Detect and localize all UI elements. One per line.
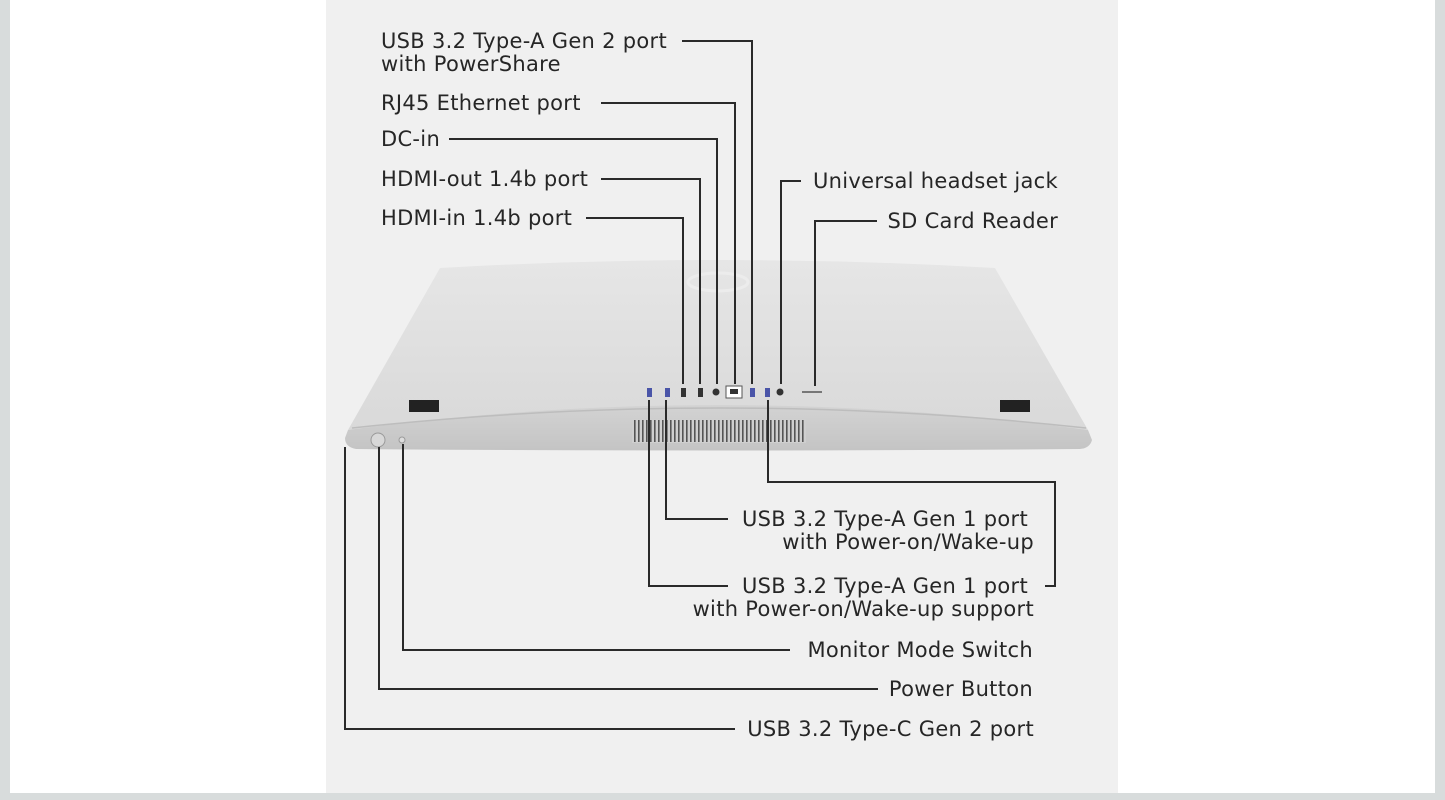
hdmi-port-icon	[698, 388, 703, 397]
vent-slat	[662, 420, 664, 442]
usb-a-port-icon	[647, 388, 652, 397]
vent-slat	[670, 420, 672, 442]
vent-slat	[694, 420, 696, 442]
vent-slat	[730, 420, 732, 442]
vent-slat	[778, 420, 780, 442]
label-rj45: RJ45 Ethernet port	[381, 91, 581, 115]
vent-slat	[706, 420, 708, 442]
vent-slat	[766, 420, 768, 442]
label-dc-in: DC-in	[381, 127, 440, 151]
vent-slat	[782, 420, 784, 442]
label-usb-a-gen1-support: USB 3.2 Type-A Gen 1 port	[742, 574, 1028, 598]
vent-slat	[786, 420, 788, 442]
label-usb-a-gen1-wake: USB 3.2 Type-A Gen 1 port	[742, 507, 1028, 531]
port-row	[647, 385, 822, 399]
vent-slat	[642, 420, 644, 442]
usb-a-port-icon	[665, 388, 670, 397]
vent-slat	[650, 420, 652, 442]
label-power-button: Power Button	[889, 677, 1033, 701]
vent-slat	[762, 420, 764, 442]
vent-slat	[738, 420, 740, 442]
vent-slat	[758, 420, 760, 442]
vent-slat	[690, 420, 692, 442]
headset-jack-icon	[776, 388, 784, 396]
leader-lines	[344, 40, 1056, 730]
label-usb-a-gen2: USB 3.2 Type-A Gen 2 port	[381, 29, 667, 53]
computer-illustration	[345, 260, 1092, 451]
label-usb-c: USB 3.2 Type-C Gen 2 port	[747, 717, 1034, 741]
vent-slat	[790, 420, 792, 442]
vent-slat	[754, 420, 756, 442]
label-sd: SD Card Reader	[888, 209, 1059, 233]
label-usb-a-gen1-support-sub: with Power-on/Wake-up support	[693, 597, 1034, 621]
vent-slat	[646, 420, 648, 442]
hdmi-port-icon	[681, 388, 686, 397]
vent-slat	[702, 420, 704, 442]
speaker-slot-right	[1000, 400, 1030, 412]
usb-a-port-icon	[750, 388, 755, 397]
label-hdmi-in: HDMI-in 1.4b port	[381, 206, 572, 230]
vent-slat	[734, 420, 736, 442]
vent-slat	[742, 420, 744, 442]
vent-slat	[750, 420, 752, 442]
power-button-icon	[370, 432, 386, 448]
vent-slat	[714, 420, 716, 442]
label-usb-a-gen1-wake-sub: with Power-on/Wake-up	[782, 530, 1034, 554]
vent-slat	[634, 420, 636, 442]
speaker-slot-left	[409, 400, 439, 412]
vent-slat	[658, 420, 660, 442]
dc-in-icon	[712, 388, 720, 396]
vent-slat	[718, 420, 720, 442]
label-monitor-switch: Monitor Mode Switch	[807, 638, 1033, 662]
vent-slat	[726, 420, 728, 442]
label-hdmi-out: HDMI-out 1.4b port	[381, 167, 588, 191]
vent-slat	[798, 420, 800, 442]
vent-slat	[770, 420, 772, 442]
vent-slat	[674, 420, 676, 442]
vent-slat	[654, 420, 656, 442]
vent-slat	[678, 420, 680, 442]
label-headset: Universal headset jack	[813, 169, 1059, 193]
vent-slat	[682, 420, 684, 442]
vent-slat	[722, 420, 724, 442]
label-usb-a-gen2-sub: with PowerShare	[381, 52, 561, 76]
vent-slat	[638, 420, 640, 442]
vent-slat	[746, 420, 748, 442]
vent-slat	[698, 420, 700, 442]
vent-slat	[710, 420, 712, 442]
vent-slat	[802, 420, 804, 442]
vent-slat	[686, 420, 688, 442]
sd-slot-icon	[802, 391, 822, 393]
monitor-switch-icon	[398, 436, 406, 444]
vent-slat	[794, 420, 796, 442]
vent-slat	[774, 420, 776, 442]
usb-a-port-icon	[765, 388, 770, 397]
